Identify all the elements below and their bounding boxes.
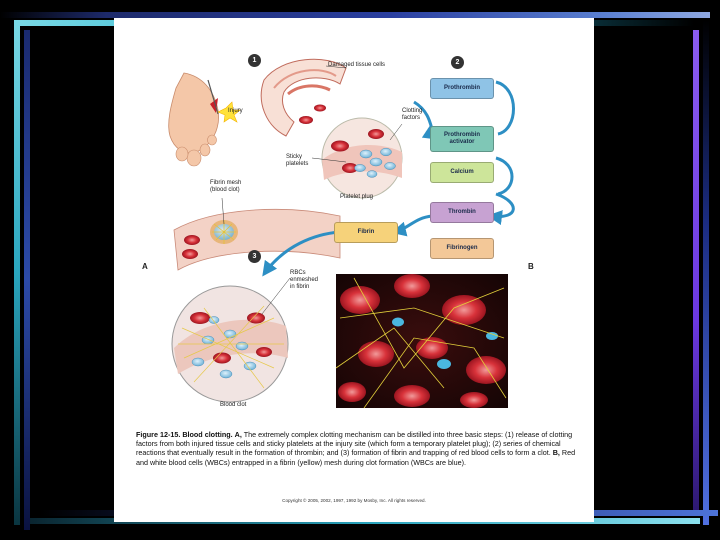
copyright-notice: Copyright © 2005, 2002, 1997, 1992 by Mo… — [282, 498, 426, 503]
frame-bar-left-blue — [24, 30, 30, 530]
platelet-plug-magnified — [321, 117, 403, 199]
label-clotting-factors: Clotting factors — [402, 108, 423, 121]
blood-clotting-figure: 1 2 3 A B Damaged tissue cells Injury Cl… — [114, 18, 594, 428]
cascade-prothrombin: Prothrombin — [430, 78, 494, 99]
cascade-prothrombin-activator: Prothrombin activator — [430, 126, 494, 152]
damaged-tissue-illustration — [260, 58, 347, 137]
cascade-calcium: Calcium — [430, 162, 494, 183]
panel-letter-b: B — [528, 262, 534, 271]
figure-page: 1 2 3 A B Damaged tissue cells Injury Cl… — [114, 18, 594, 522]
label-blood-clot: Blood clot — [220, 402, 247, 408]
blood-clot-magnified — [171, 285, 289, 403]
panel-letter-a: A — [142, 262, 148, 271]
cascade-fibrin: Fibrin — [334, 222, 398, 243]
cascade-fibrin-label: Fibrin — [357, 229, 375, 235]
cascade-fibrinogen-label: Fibrinogen — [446, 245, 478, 251]
frame-bar-right-blue — [703, 20, 709, 525]
figure-caption: Figure 12-15. Blood clotting. A, The ext… — [136, 430, 588, 467]
caption-body-b: Red and white blood cells (WBCs) entrapp… — [136, 448, 576, 467]
cascade-fibrinogen: Fibrinogen — [430, 238, 494, 259]
cascade-prothrombin-label: Prothrombin — [444, 85, 480, 91]
micrograph-photo — [335, 274, 508, 409]
caption-title: Figure 12-15. Blood clotting. — [136, 430, 233, 439]
caption-part-b: B, — [552, 448, 560, 458]
label-injury: Injury — [228, 108, 243, 114]
caption-body-a: The extremely complex clotting mechanism… — [136, 430, 573, 458]
injured-foot-illustration — [168, 72, 241, 167]
step-3-badge: 3 — [248, 250, 261, 263]
leader-lines — [221, 65, 403, 315]
frame-bar-right-purple — [693, 30, 699, 515]
cascade-calcium-label: Calcium — [450, 169, 474, 175]
caption-part-a: A, — [234, 430, 242, 439]
label-fibrin-mesh: Fibrin mesh (blood clot) — [210, 180, 242, 193]
cascade-prothrombin-activator-label: Prothrombin activator — [444, 132, 480, 145]
cascade-thrombin: Thrombin — [430, 202, 494, 223]
fibrin-mesh-vessel — [173, 208, 341, 271]
label-damaged-tissue: Damaged tissue cells — [328, 62, 386, 68]
step-1-badge: 1 — [248, 54, 261, 67]
step-2-badge: 2 — [451, 56, 464, 69]
clotting-illustration — [168, 58, 515, 409]
frame-bar-left-cyan — [14, 20, 20, 525]
frame-bar-top-blue — [0, 12, 710, 18]
label-platelet-plug: Platelet plug — [340, 194, 374, 200]
label-sticky-platelets: Sticky platelets — [286, 154, 309, 167]
cascade-thrombin-label: Thrombin — [448, 209, 476, 215]
label-rbcs-enmeshed: RBCs enmeshed in fibrin — [290, 270, 319, 290]
